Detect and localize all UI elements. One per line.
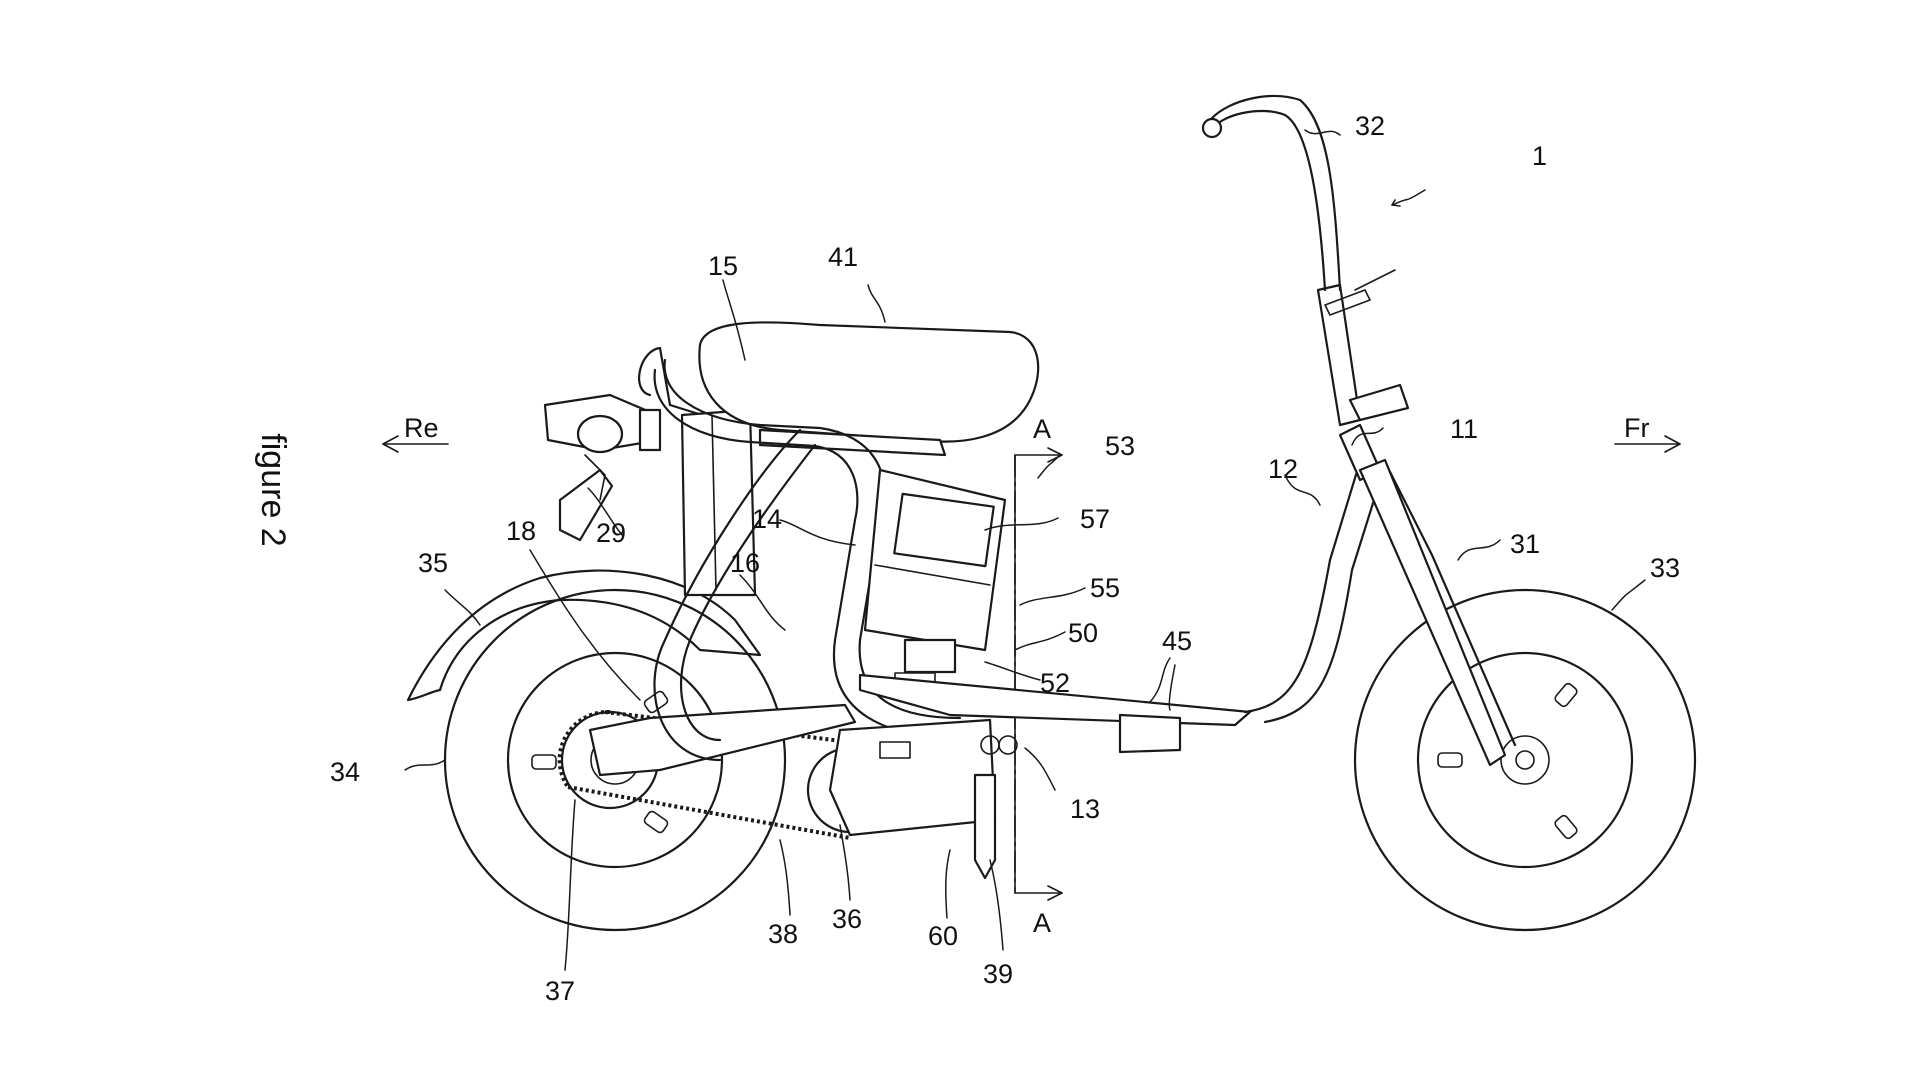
callout-32: 32 [1355, 111, 1385, 141]
swing-arm [588, 703, 857, 777]
motor-unit [828, 718, 1018, 880]
figure-title: figure 2 [254, 433, 292, 546]
callout-11: 11 [1450, 414, 1478, 444]
callout-37: 37 [545, 976, 575, 1006]
callout-53: 53 [1105, 431, 1135, 461]
floor-step [858, 673, 1252, 754]
callout-29: 29 [596, 518, 626, 548]
main-frame [653, 358, 962, 762]
callout-1: 1 [1532, 141, 1547, 171]
callout-39: 39 [983, 959, 1013, 989]
leader-lines [404, 129, 1646, 971]
callout-60: 60 [928, 921, 958, 951]
callout-57: 57 [1080, 504, 1110, 534]
callout-50: 50 [1068, 618, 1098, 648]
seat-base [758, 428, 947, 457]
callout-52: 52 [1040, 668, 1070, 698]
callout-14: 14 [752, 504, 782, 534]
callout-45: 45 [1162, 626, 1192, 656]
callout-36: 36 [832, 904, 862, 934]
front-fork [1358, 458, 1507, 767]
callout-15: 15 [708, 251, 738, 281]
callout-31: 31 [1510, 529, 1540, 559]
seat [698, 321, 1040, 443]
rear-carrier [543, 346, 752, 542]
callout-13: 13 [1070, 794, 1100, 824]
front-wheel [1353, 588, 1697, 932]
callout-38: 38 [768, 919, 798, 949]
callout-55: 55 [1090, 573, 1120, 603]
callout-16: 16 [730, 548, 760, 578]
callout-12: 12 [1268, 454, 1298, 484]
front-direction-label: Fr [1624, 413, 1649, 443]
battery-unit [863, 468, 1007, 688]
rear-direction-arrow [382, 435, 449, 453]
callout-35: 35 [418, 548, 448, 578]
callout-34: 34 [330, 757, 360, 787]
section-line [1014, 447, 1063, 901]
rear-fender [406, 569, 762, 702]
section-label-top: A [1033, 414, 1051, 444]
callouts: 1 11 12 13 14 15 16 18 29 31 32 33 34 35… [330, 111, 1680, 1006]
front-frame [1243, 453, 1387, 724]
callout-18: 18 [506, 516, 536, 546]
section-label-bottom: A [1033, 908, 1051, 938]
callout-33: 33 [1650, 553, 1680, 583]
front-direction-arrow [1614, 435, 1681, 453]
callout-41: 41 [828, 242, 858, 272]
rear-direction-label: Re [404, 413, 439, 443]
